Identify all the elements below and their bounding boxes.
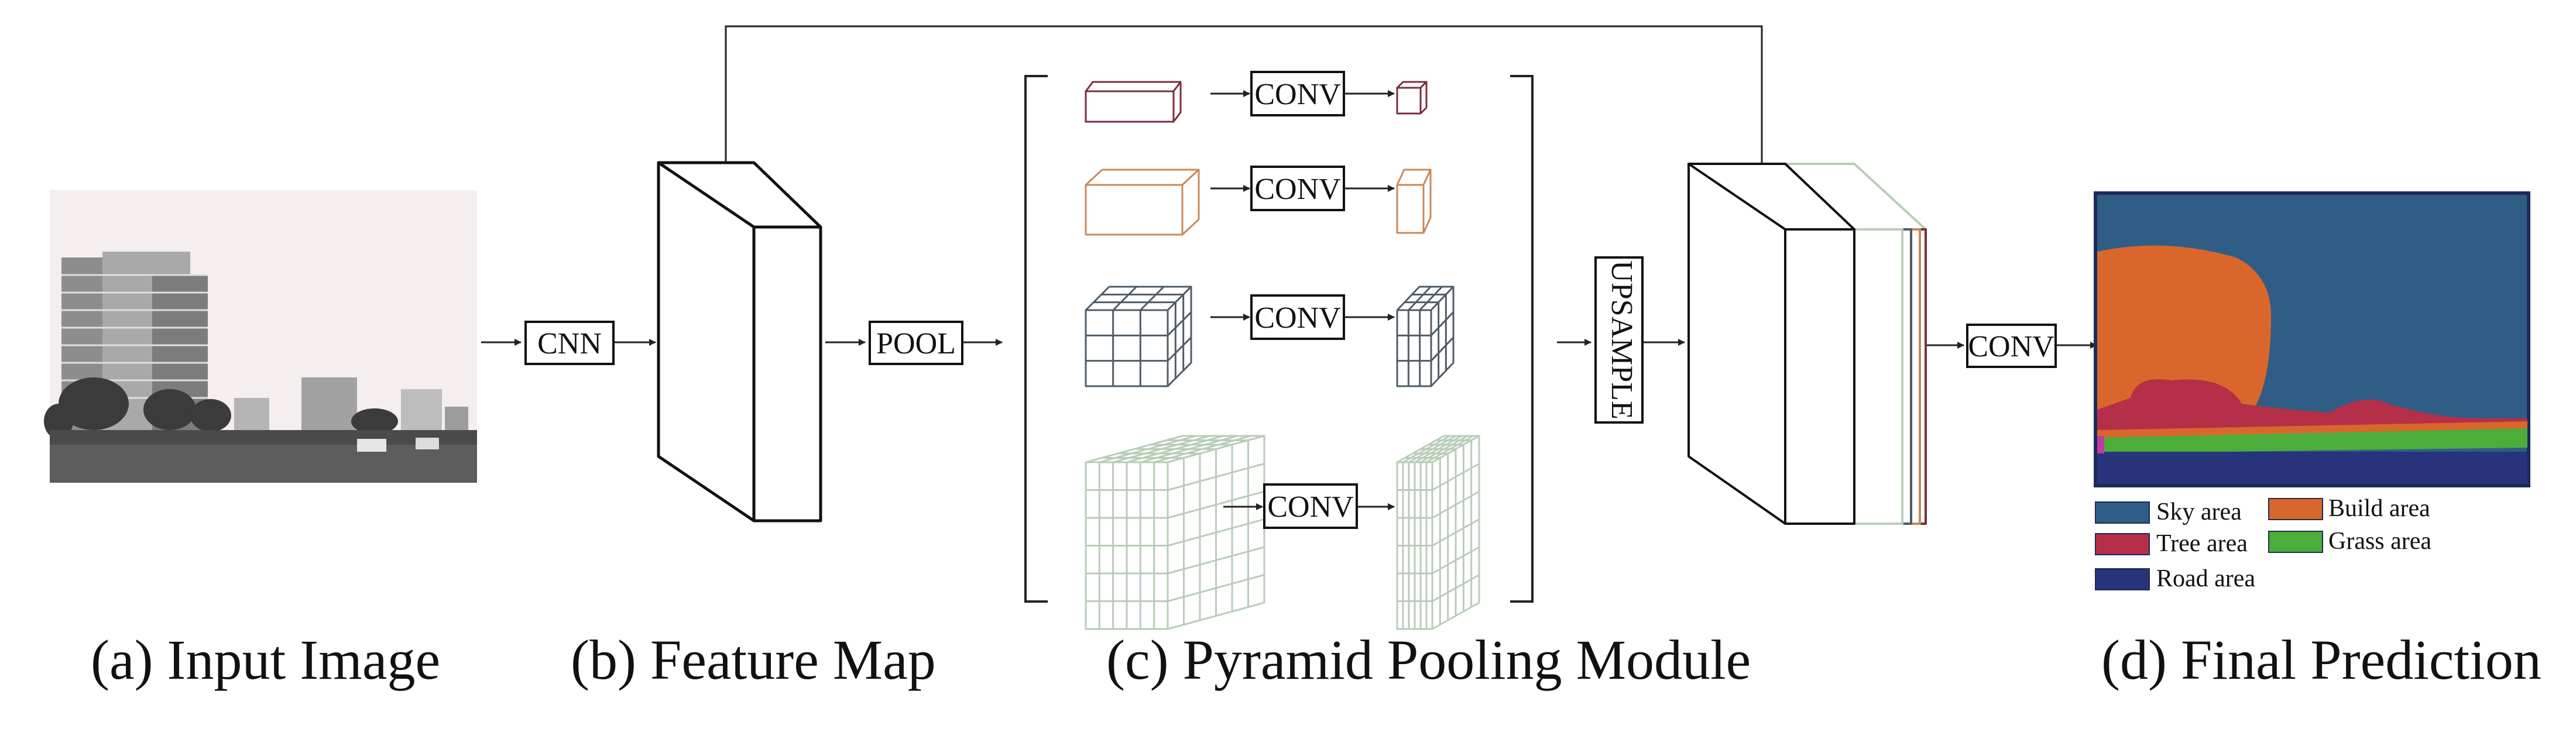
ppm-pooled-map bbox=[1085, 286, 1192, 387]
input-image bbox=[44, 190, 477, 483]
ppm-conv-block: CONV bbox=[1263, 483, 1358, 529]
legend-swatch bbox=[2268, 531, 2323, 553]
legend-item-grass: Grass area bbox=[2268, 528, 2431, 555]
prediction-map bbox=[2094, 191, 2530, 487]
flow-arrows bbox=[481, 25, 2097, 349]
ppm-pooled-map bbox=[1085, 81, 1182, 123]
legend-label: Build area bbox=[2328, 495, 2430, 522]
legend-item-build: Build area bbox=[2268, 495, 2430, 522]
caption-input-image: (a) Input Image bbox=[91, 628, 440, 691]
ppm-conv-block: CONV bbox=[1250, 71, 1345, 116]
final-conv-block: CONV bbox=[1966, 324, 2057, 368]
legend: Sky area Build area Tree area Grass area… bbox=[2095, 495, 2431, 592]
ppm-pooled-map bbox=[1085, 169, 1200, 236]
ppm-conv-block: CONV bbox=[1250, 166, 1345, 211]
concat-feature-map bbox=[1687, 163, 1927, 525]
ppm-conv-output bbox=[1396, 169, 1432, 234]
ppm-conv-block: CONV bbox=[1250, 294, 1345, 340]
legend-swatch bbox=[2095, 533, 2150, 555]
ppm-pooled-map bbox=[1085, 435, 1265, 630]
cnn-block: CNN bbox=[524, 321, 615, 365]
legend-item-sky: Sky area bbox=[2095, 499, 2242, 525]
legend-swatch bbox=[2268, 498, 2323, 520]
legend-label: Tree area bbox=[2156, 530, 2248, 557]
legend-item-road: Road area bbox=[2095, 565, 2255, 592]
ppm-conv-label: CONV bbox=[1254, 78, 1340, 111]
legend-item-tree: Tree area bbox=[2095, 530, 2248, 557]
ppm-conv-output bbox=[1396, 286, 1455, 387]
ppm-brackets bbox=[1024, 75, 1534, 603]
captions: (a) Input Image (b) Feature Map (c) Pyra… bbox=[91, 628, 2541, 691]
caption-feature-map: (b) Feature Map bbox=[571, 628, 936, 691]
pool-block: POOL bbox=[869, 321, 963, 365]
legend-label: Sky area bbox=[2156, 499, 2242, 525]
ppm-conv-output bbox=[1396, 435, 1480, 630]
ppm-conv-label: CONV bbox=[1254, 301, 1340, 335]
ppm-conv-label: CONV bbox=[1267, 490, 1353, 524]
ppm-conv-label: CONV bbox=[1254, 173, 1340, 206]
legend-swatch bbox=[2095, 501, 2150, 524]
final-conv-label: CONV bbox=[1968, 330, 2054, 363]
ppm-conv-output bbox=[1396, 81, 1428, 115]
legend-label: Grass area bbox=[2328, 528, 2431, 555]
feature-map bbox=[657, 161, 822, 523]
legend-swatch bbox=[2095, 568, 2150, 590]
upsample-block: UPSAMPLE bbox=[1594, 256, 1644, 424]
upsample-label: UPSAMPLE bbox=[1605, 260, 1638, 420]
caption-pyramid-pooling: (c) Pyramid Pooling Module bbox=[1106, 628, 1751, 691]
cnn-label: CNN bbox=[537, 327, 602, 360]
caption-final-prediction: (d) Final Prediction bbox=[2101, 628, 2541, 691]
legend-label: Road area bbox=[2156, 565, 2255, 592]
ppm-levels: CONV CONV CONV CONV bbox=[1085, 71, 1480, 630]
pool-label: POOL bbox=[876, 327, 956, 360]
